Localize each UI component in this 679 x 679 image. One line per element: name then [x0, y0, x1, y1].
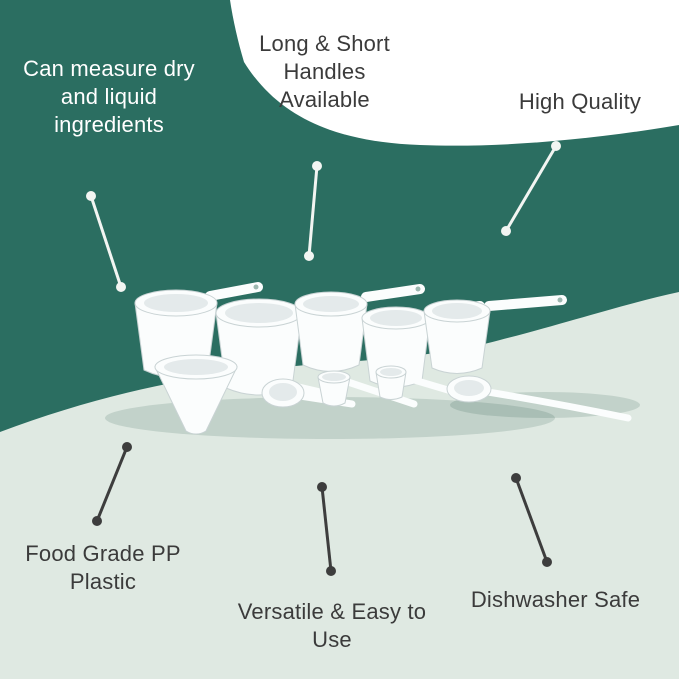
callout-dishwasher-safe: Dishwasher Safe [448, 586, 663, 614]
callout-text-line: ingredients [54, 111, 164, 137]
measuring-cups-image [105, 282, 640, 439]
callout-text-line: Can measure dry [23, 56, 195, 81]
connector-pin-quality [501, 141, 561, 236]
callout-text-line: Dishwasher Safe [470, 587, 641, 612]
callout-text-line: Food Grade PP [25, 541, 181, 566]
callout-text-line: High Quality [518, 89, 642, 114]
callout-text-line: Available [279, 86, 370, 112]
measuring-cup [294, 284, 425, 372]
top-white-wave [230, 0, 679, 146]
measuring-cup [423, 295, 567, 374]
callout-text-line: Use [312, 626, 352, 652]
callout-text-line: Versatile & Easy to [237, 599, 427, 624]
connector-pin-dishwasher [511, 473, 552, 567]
callout-long-short-handles: Long & Short Handles Available [237, 30, 412, 114]
connector-pin-food-grade [92, 442, 132, 526]
callout-versatile: Versatile & Easy to Use [222, 598, 442, 654]
callout-can-measure: Can measure dry and liquid ingredients [8, 55, 210, 139]
callout-text-line: Handles [283, 58, 366, 84]
callout-text-line: and liquid [60, 83, 158, 109]
callout-food-grade: Food Grade PP Plastic [8, 540, 198, 596]
connector-pin-versatile [317, 482, 336, 576]
measuring-spoon [317, 370, 418, 408]
callout-text-line: Plastic [69, 568, 137, 594]
connector-pin-handles [304, 161, 322, 261]
measuring-spoon [446, 375, 632, 422]
connector-pin-measure [86, 191, 126, 292]
callout-high-quality: High Quality [495, 88, 665, 116]
callout-text-line: Long & Short [259, 31, 390, 56]
